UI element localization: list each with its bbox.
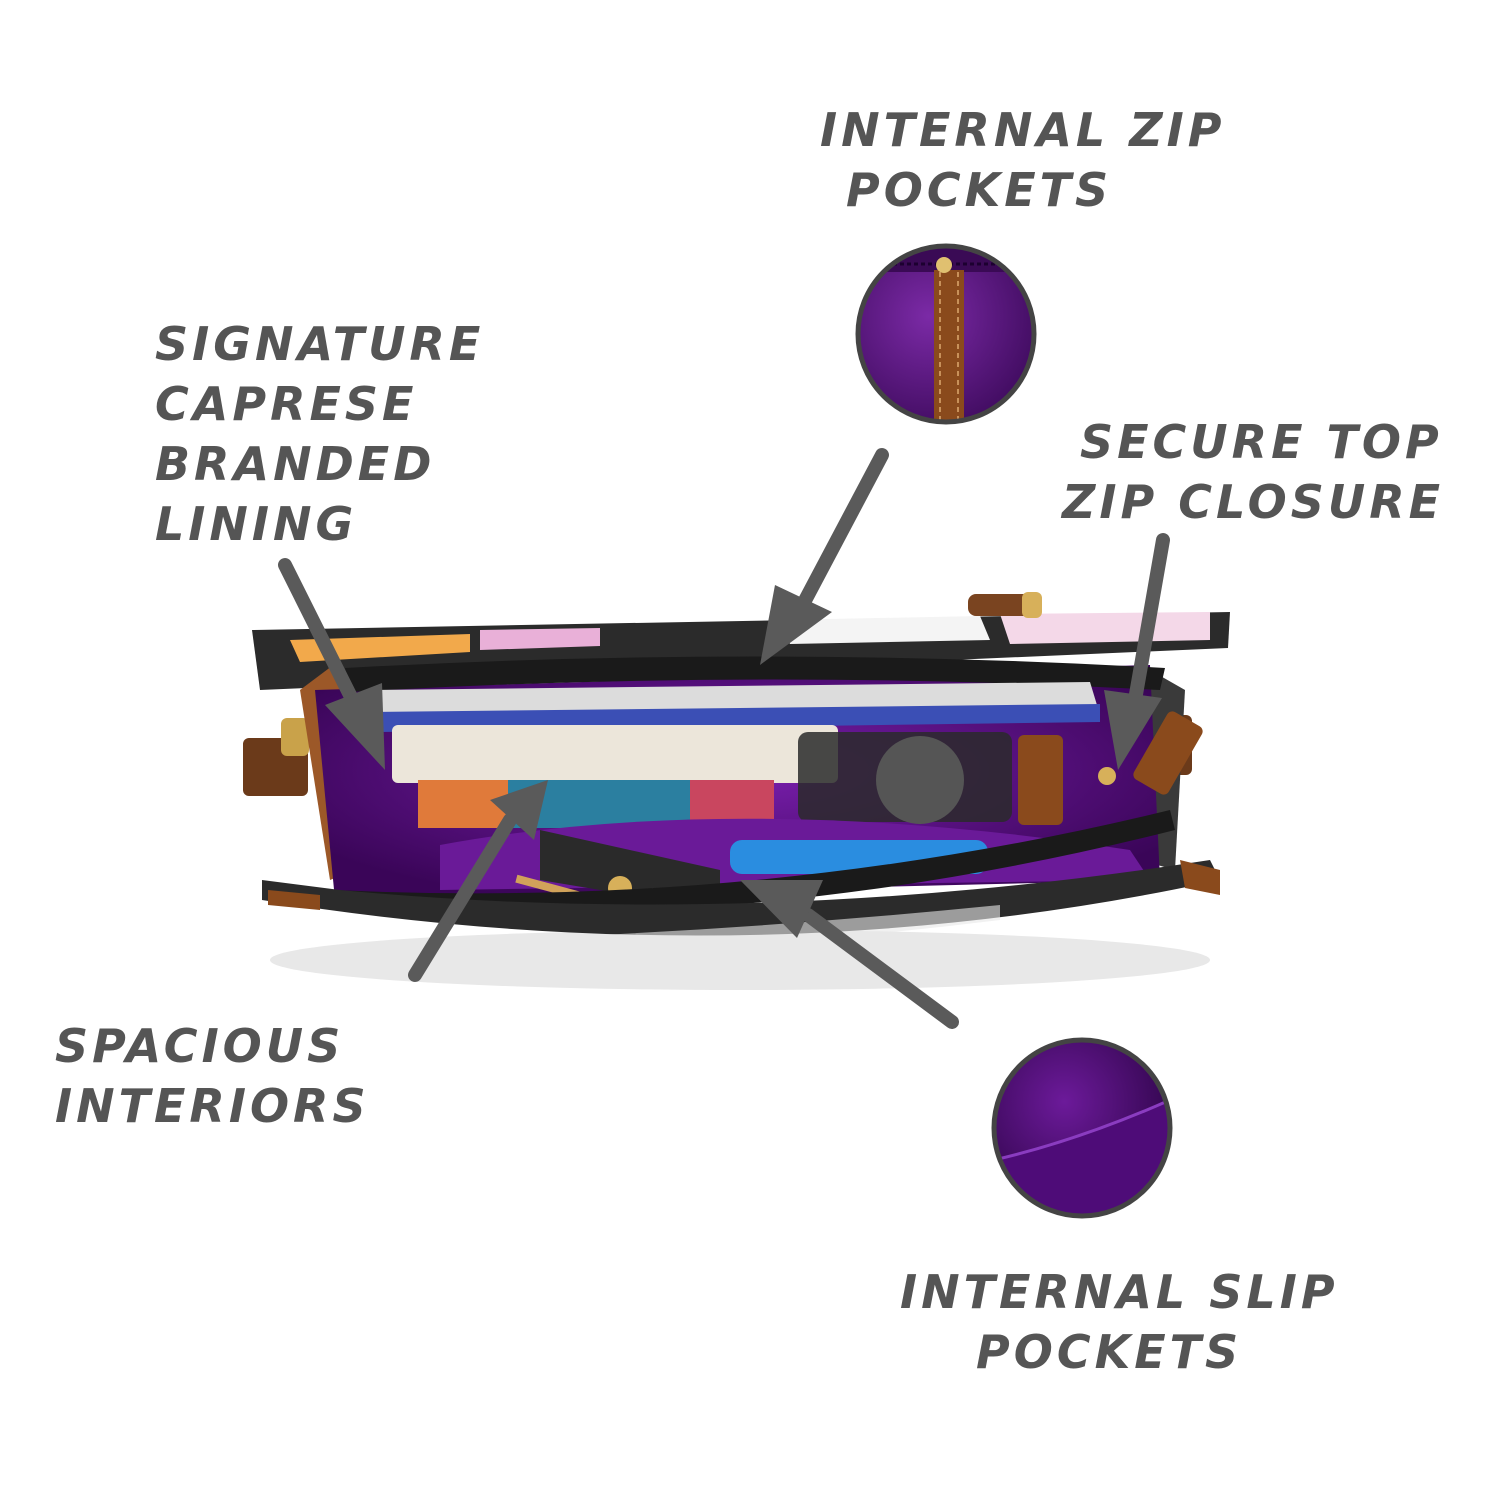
label-line: SECURE TOP [1080, 415, 1443, 469]
label-signature-lining: SIGNATURE CAPRESE BRANDED LINING [155, 314, 484, 554]
bag [243, 592, 1230, 990]
label-line: INTERNAL ZIP [820, 103, 1226, 157]
label-line: INTERIORS [55, 1079, 370, 1133]
top-zipper [345, 656, 1165, 692]
inset-internal-slip [991, 1037, 1173, 1219]
label-secure-top-zip: SECURE TOP ZIP CLOSURE [1062, 412, 1444, 532]
label-line: POCKETS [846, 163, 1113, 217]
label-line: LINING [155, 497, 358, 551]
label-line: ZIP CLOSURE [1062, 475, 1445, 529]
label-line: INTERNAL SLIP [900, 1265, 1339, 1319]
label-line: BRANDED [155, 437, 436, 491]
label-internal-slip-pockets: INTERNAL SLIP POCKETS [900, 1262, 1339, 1382]
arrow-internal-slip [801, 908, 959, 1029]
label-spacious-interiors: SPACIOUS INTERIORS [55, 1016, 370, 1136]
label-line: SPACIOUS [55, 1019, 345, 1073]
inset-internal-zip [855, 243, 1037, 425]
arrows [278, 448, 1170, 1029]
arrow-signature-lining [278, 558, 362, 712]
label-internal-zip-pockets: INTERNAL ZIP POCKETS [820, 100, 1225, 220]
book [392, 725, 838, 783]
arrow-spacious [408, 813, 517, 982]
label-line: CAPRESE [155, 377, 418, 431]
label-line: SIGNATURE [155, 317, 485, 371]
arrow-internal-zip [793, 448, 889, 617]
arrow-secure-top-zip [1128, 533, 1170, 707]
label-line: POCKETS [976, 1325, 1243, 1379]
